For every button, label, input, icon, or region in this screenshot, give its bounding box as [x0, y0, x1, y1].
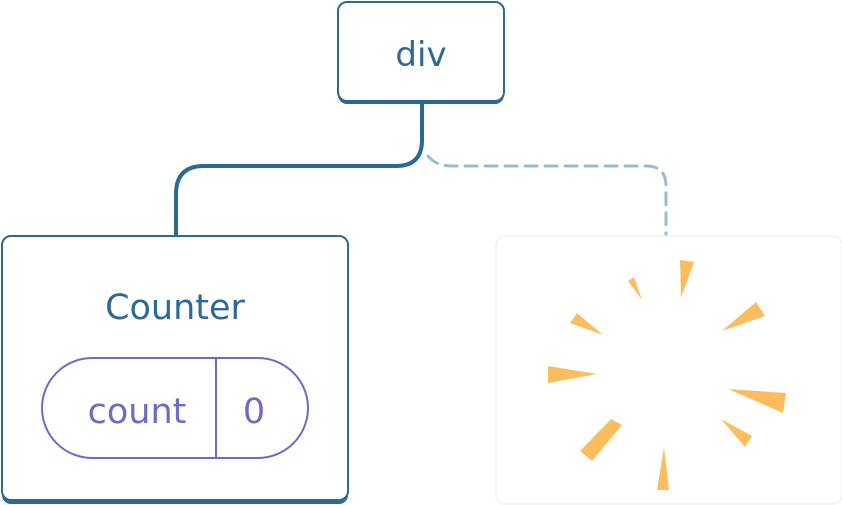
removed-node-box: [495, 235, 842, 505]
state-name: count: [88, 392, 187, 432]
div-node-label: div: [395, 35, 446, 75]
counter-node: Counter count 0: [1, 235, 349, 504]
connector-dashed: [426, 154, 668, 238]
div-node: div: [337, 1, 505, 104]
state-pill: count 0: [41, 357, 309, 459]
connector-solid: [174, 102, 424, 238]
state-value: 0: [243, 392, 265, 432]
counter-node-label: Counter: [105, 288, 245, 328]
sparkle-burst-icon: [548, 260, 786, 490]
